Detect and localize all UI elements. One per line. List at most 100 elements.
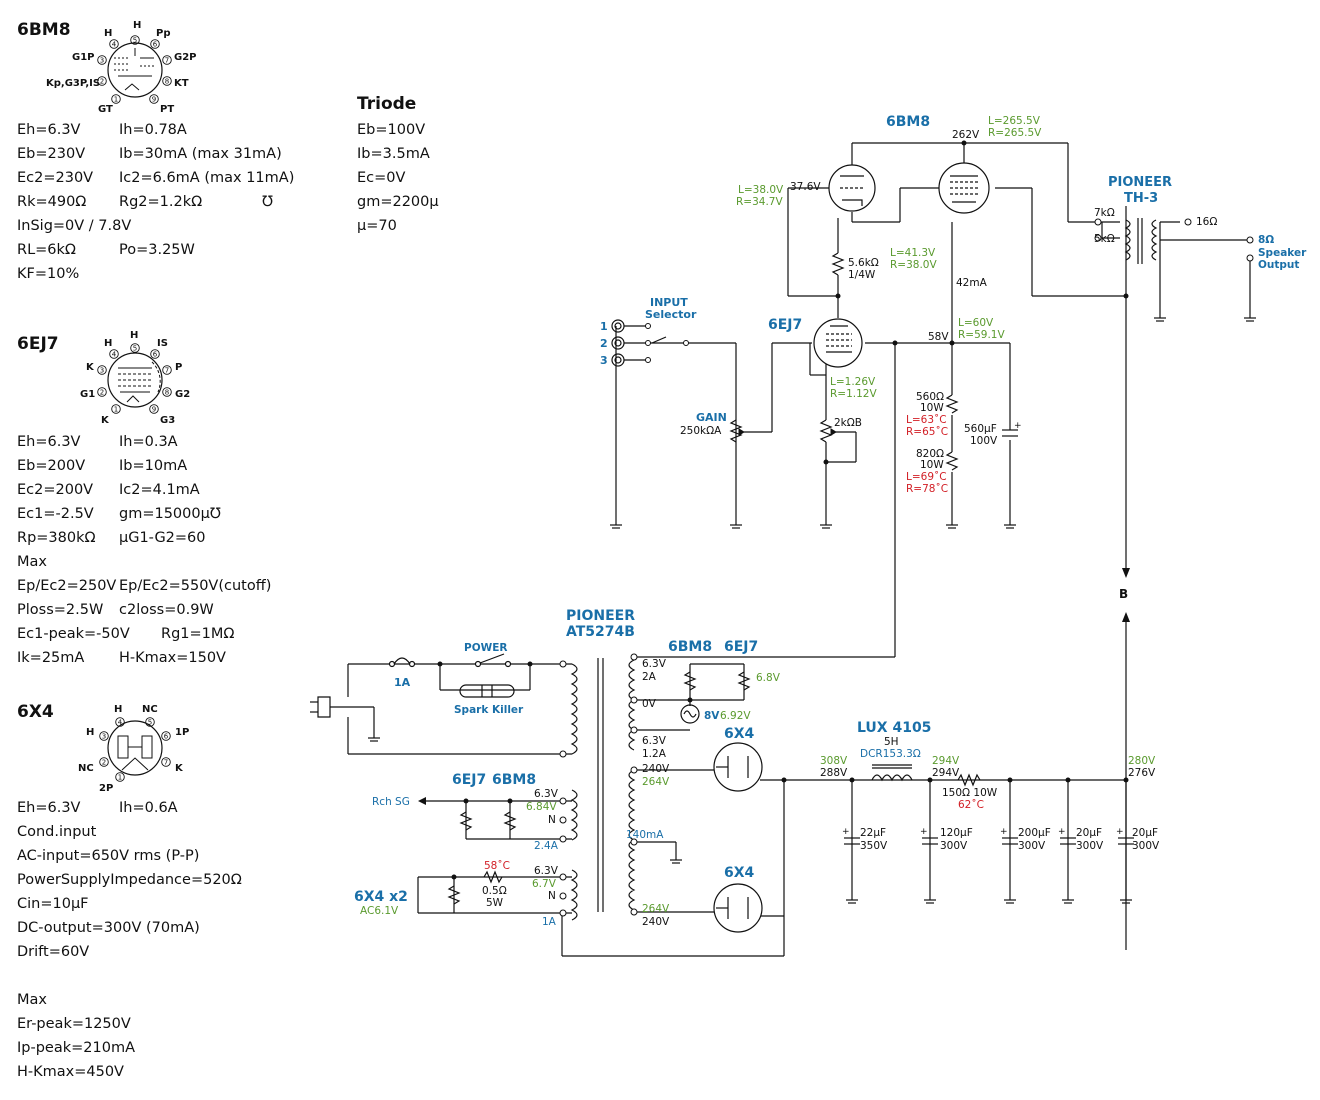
svg-text:+: +	[842, 827, 850, 837]
spec-6bm8-rl: RL=6kΩ	[17, 242, 77, 258]
svg-text:6: 6	[164, 733, 169, 741]
cap1: 22μF	[860, 827, 886, 839]
svg-text:1: 1	[114, 96, 118, 104]
pinout-6ej7	[97, 343, 172, 414]
pin-label: NC	[142, 704, 158, 715]
spec-6x4-eh: Eh=6.3V	[17, 800, 81, 816]
h1-6bm8: 6BM8	[668, 639, 712, 655]
ck: 560μF	[964, 423, 997, 435]
blue-small-labels: Rch SG 2.4A 1A 8V 140mA DCR153.3Ω	[372, 710, 921, 928]
cap3: 200μF	[1018, 827, 1051, 839]
triode-eb: Eb=100V	[357, 122, 426, 138]
pin-label: P	[175, 362, 182, 373]
pin-label: NC	[78, 763, 94, 774]
zero-v: 0V	[642, 698, 657, 710]
c1-meas: 308V	[820, 755, 848, 767]
v1-k-R: R=1.12V	[830, 388, 877, 400]
h1-i: 2A	[642, 671, 657, 683]
c2-meas: 294V	[932, 755, 960, 767]
h2-v: 6.3V	[642, 735, 667, 747]
spec-6ej7-hk: H-Kmax=150V	[119, 650, 226, 666]
spec-6ej7-ploss: Ploss=2.5W	[17, 602, 104, 618]
pin-label: G2P	[174, 52, 197, 63]
output: Output	[1258, 259, 1299, 271]
svg-text:+: +	[1014, 421, 1022, 431]
svg-text:7: 7	[165, 367, 169, 375]
svg-text:9: 9	[152, 96, 156, 104]
spec-6bm8-eh: Eh=6.3V	[17, 122, 81, 138]
grounds	[368, 317, 1256, 904]
rect2-label: 6X4	[724, 865, 755, 881]
rk560: 560Ω	[916, 391, 944, 403]
input-3: 3	[600, 354, 608, 367]
c1-v: 288V	[820, 767, 848, 779]
resistor-heater1	[683, 671, 697, 691]
v2-plate: 262V	[952, 129, 980, 141]
h4-i: 1A	[542, 916, 557, 928]
resistor-560	[945, 394, 959, 414]
svg-text:3: 3	[100, 367, 104, 375]
speaker: Speaker	[1258, 247, 1307, 259]
rk820: 820Ω	[916, 448, 944, 460]
cap5: 20μF	[1132, 827, 1158, 839]
spec-6x4-drift: Drift=60V	[17, 944, 90, 960]
gain-val: 250kΩA	[680, 425, 722, 437]
resistor-150	[957, 773, 981, 787]
pin-label: G1P	[72, 52, 95, 63]
spec-6bm8-ic2: Ic2=6.6mA (max 11mA)	[119, 170, 295, 186]
cap5-v: 300V	[1132, 840, 1160, 852]
svg-text:+: +	[920, 827, 928, 837]
pilot-lamp	[680, 704, 700, 724]
gain-label: GAIN	[696, 411, 727, 424]
h4-tubes: 6X4 x2	[354, 889, 408, 905]
pin-label: K	[175, 763, 184, 774]
output-transformer	[1124, 218, 1158, 264]
pin-label: G2	[175, 389, 190, 400]
h4-r: 0.5Ω	[482, 885, 507, 897]
triode-ec: Ec=0V	[357, 170, 406, 186]
spec-6x4-erpeak: Er-peak=1250V	[17, 1016, 131, 1032]
choke	[871, 764, 913, 782]
rk560-w: 10W	[920, 402, 944, 414]
green-labels: L=1.26V R=1.12V L=60V R=59.1V L=38.0V R=…	[360, 115, 1156, 917]
h1-meas: 6.8V	[756, 672, 781, 684]
choke-brand: LUX 4105	[857, 720, 931, 736]
rp2-w: 1/4W	[848, 269, 876, 281]
r2-a: 240V	[642, 916, 670, 928]
resistor-heater3b	[503, 811, 517, 831]
pinout-6bm8-labels: H Pp G1P G2P Kp,G3P,IS KT GT PT	[46, 28, 197, 115]
svg-text:2: 2	[100, 78, 104, 86]
spec-6bm8-rk: Rk=490Ω	[17, 194, 87, 210]
h3-n: N	[548, 814, 556, 826]
v1-plate: 58V	[928, 331, 949, 343]
spec-6ej7-ib: Ib=10mA	[119, 458, 188, 474]
h4-n: N	[548, 890, 556, 902]
pinout-6bm8	[97, 35, 172, 104]
r2-meas: 264V	[642, 903, 670, 915]
tube-6x4-lower	[713, 883, 763, 933]
triode-gm: gm=2200μ	[357, 194, 439, 210]
svg-text:+: +	[1000, 827, 1008, 837]
pin-label: IS	[157, 338, 168, 349]
resistor-heater3a	[459, 811, 473, 831]
lamp-meas: 6.92V	[720, 710, 751, 722]
v1-k-L: L=1.26V	[830, 376, 876, 388]
cap3-v: 300V	[1018, 840, 1046, 852]
ot-7k: 7kΩ	[1094, 207, 1115, 219]
ot-brand: PIONEER	[1108, 175, 1172, 190]
cap2-v: 300V	[940, 840, 968, 852]
input-title: INPUT	[650, 296, 688, 309]
svg-text:4: 4	[112, 41, 117, 49]
tube-6bm8-title: 6BM8	[17, 20, 71, 40]
spec-6ej7-ik: Ik=25mA	[17, 650, 85, 666]
svg-text:8: 8	[165, 78, 169, 86]
h1-6ej7: 6EJ7	[724, 639, 758, 655]
triode-mu: μ=70	[357, 218, 397, 234]
rdrop: 150Ω 10W	[942, 787, 998, 799]
v2-k-R: R=38.0V	[890, 259, 937, 271]
spec-6ej7-c2loss: c2loss=0.9W	[119, 602, 214, 618]
h4-meas: 6.7V	[532, 878, 557, 890]
red-labels: L=63˚C R=65˚C L=69˚C R=78˚C 58˚C 62˚C	[484, 414, 984, 872]
svg-text:7: 7	[164, 759, 168, 767]
